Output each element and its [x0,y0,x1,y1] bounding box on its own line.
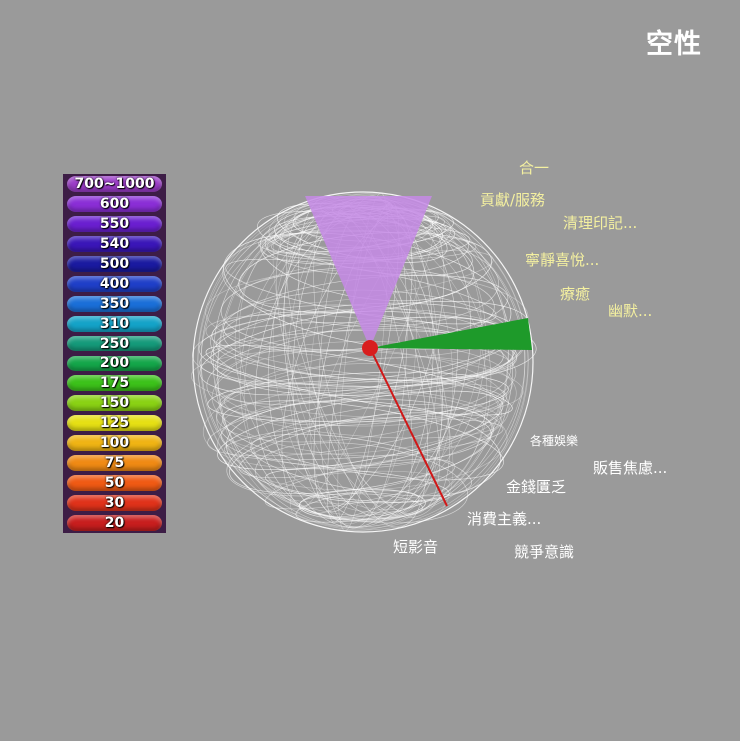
wire-stroke [207,383,508,457]
wire-stroke [299,493,423,520]
scale-swatch [67,176,162,192]
scale-level-label: 20 [104,515,125,532]
scale-level: 400 [63,274,166,294]
scale-level: 175 [63,373,166,393]
label-healing: 療癒 [560,285,591,303]
scale-level: 540 [63,234,166,254]
label-service: 貢獻/服務 [480,191,546,209]
scale-level: 700~1000 [63,174,166,194]
label-humor: 幽默... [608,302,653,320]
scale-level-label: 350 [99,295,130,312]
scale-level-label: 250 [99,335,130,352]
wire-stroke [226,400,502,504]
scale-level-label: 550 [99,215,130,232]
scale-swatch [67,415,162,432]
wire-stroke [220,380,499,455]
scale-level-label: 500 [99,255,130,272]
scale-level-label: 75 [104,455,125,472]
scale-swatch [67,315,162,332]
scale-level: 310 [63,314,166,334]
scale-swatch [67,355,162,372]
scale-level: 75 [63,453,166,473]
label-entertainment: 各種娛樂 [530,434,579,448]
scale-level-label: 540 [99,235,130,252]
center-dot [362,340,378,356]
wire-stroke [226,404,493,497]
label-short-video: 短影音 [393,538,439,556]
scale-level: 250 [63,334,166,354]
scale-swatch [67,375,162,392]
scale-level-label: 310 [99,315,130,332]
wire-stroke [264,458,456,510]
wire-stroke [273,470,451,504]
wire-stroke [206,328,512,426]
scale-swatch [67,475,162,492]
scale-level: 150 [63,393,166,413]
frequency-scale: 700~1000 600 550 540 500 400 350 310 250 200 175 15… [63,174,166,533]
scale-level-label: 30 [104,495,125,512]
scale-level-label: 200 [99,355,130,372]
wire-stroke [337,193,389,531]
scale-swatch [67,455,162,472]
scale-level: 500 [63,254,166,274]
wire-stroke [238,213,488,511]
scale-level: 20 [63,513,166,533]
label-consumerism: 消費主義... [467,510,542,528]
wire-stroke [190,349,524,418]
purple-wedge [305,196,432,348]
label-union: 合一 [519,159,550,177]
green-wedge [370,318,532,350]
scale-swatch [67,195,162,212]
label-money-scarcity: 金錢匱乏 [506,478,567,496]
scale-level-label: 700~1000 [74,175,155,192]
label-sales-anxiety: 販售焦慮... [593,459,668,477]
scale-level-label: 175 [99,375,130,392]
wire-stroke [215,340,513,427]
label-competition: 競爭意識 [514,543,575,561]
scale-swatch [67,215,162,232]
scale-level-label: 600 [99,195,130,212]
page-title: 空性 [646,29,702,60]
scale-swatch [67,435,162,452]
scale-swatch [67,275,162,292]
wire-stroke [215,345,517,443]
scale-level: 600 [63,194,166,214]
wire-stroke [217,390,504,471]
scale-swatch [67,495,162,512]
scale-swatch [67,335,162,352]
scale-level-label: 100 [99,435,130,452]
scale-swatch [67,255,162,272]
scale-level: 125 [63,413,166,433]
red-pointer-line [369,347,448,507]
scale-swatch [67,515,162,531]
scale-level-label: 50 [104,475,125,492]
scale-level: 350 [63,294,166,314]
scale-level: 100 [63,433,166,453]
sphere-outline [192,191,534,533]
wire-stroke [272,204,454,520]
scale-level-label: 150 [99,395,130,412]
label-clear-imprint: 清理印記... [563,214,638,232]
wire-stroke [290,210,436,514]
scale-level: 200 [63,354,166,374]
wire-stroke [318,195,408,529]
scale-level: 50 [63,473,166,493]
scale-level: 550 [63,214,166,234]
wire-stroke [220,398,495,467]
scale-level: 30 [63,493,166,513]
scale-swatch [67,235,162,252]
wire-stroke [202,356,517,469]
scale-swatch [67,295,162,312]
wire-stroke [229,412,492,494]
wire-stroke [295,490,420,523]
label-peace-joy: 寧靜喜悅... [525,251,600,269]
scale-level-label: 400 [99,275,130,292]
scale-swatch [67,395,162,412]
scale-level-label: 125 [99,415,130,432]
wire-stroke [238,407,485,479]
wire-stroke [217,392,508,491]
